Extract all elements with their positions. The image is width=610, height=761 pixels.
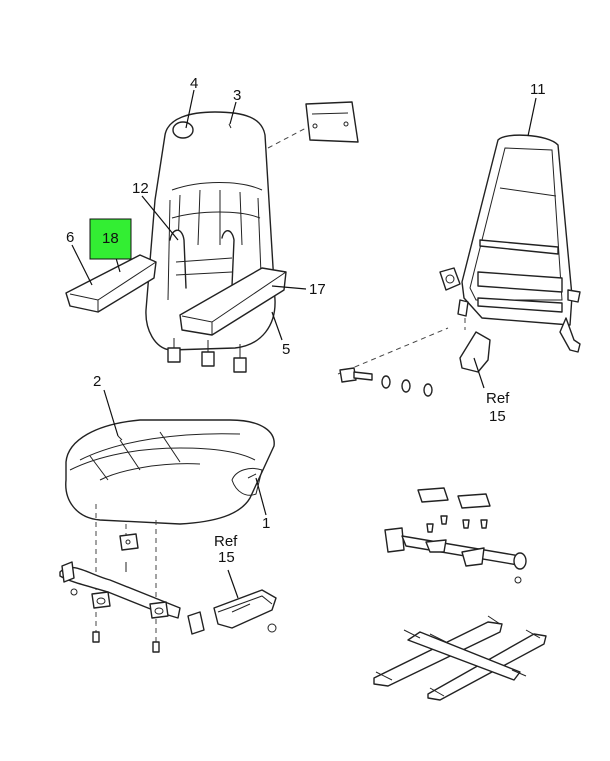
callout-1: 1 xyxy=(262,515,270,532)
ref-label-lower: Ref xyxy=(214,533,238,550)
seat-pan-frame xyxy=(59,561,205,653)
callout-3: 3 xyxy=(233,87,241,104)
bolt-washer-set xyxy=(337,327,491,397)
leader-lines xyxy=(71,89,537,599)
callout-2: 2 xyxy=(93,373,101,390)
cushion-bracket xyxy=(119,533,139,572)
callout-6: 6 xyxy=(66,229,74,246)
armrest-right xyxy=(179,267,287,336)
callout-5: 5 xyxy=(282,341,290,358)
headrest-knob xyxy=(172,121,194,139)
armrest-left xyxy=(65,254,157,313)
callout-18: 18 xyxy=(102,230,119,247)
seat-cushion xyxy=(65,419,275,525)
back-plate xyxy=(267,101,359,149)
highlight-box xyxy=(89,218,132,260)
ref-label-upper: Ref xyxy=(486,390,510,407)
highlighted-callout-18[interactable]: 18 xyxy=(89,218,132,260)
ref-number-upper: 15 xyxy=(489,408,506,425)
callout-12: 12 xyxy=(132,180,149,197)
ref-number-lower: 15 xyxy=(218,549,235,566)
callout-4: 4 xyxy=(190,75,198,92)
slide-rails xyxy=(373,615,547,701)
seat-back-frame xyxy=(439,134,581,353)
callout-11: 11 xyxy=(530,81,546,98)
hardware-kit xyxy=(384,487,527,584)
callout-17: 17 xyxy=(309,281,326,298)
seat-track xyxy=(213,589,277,633)
